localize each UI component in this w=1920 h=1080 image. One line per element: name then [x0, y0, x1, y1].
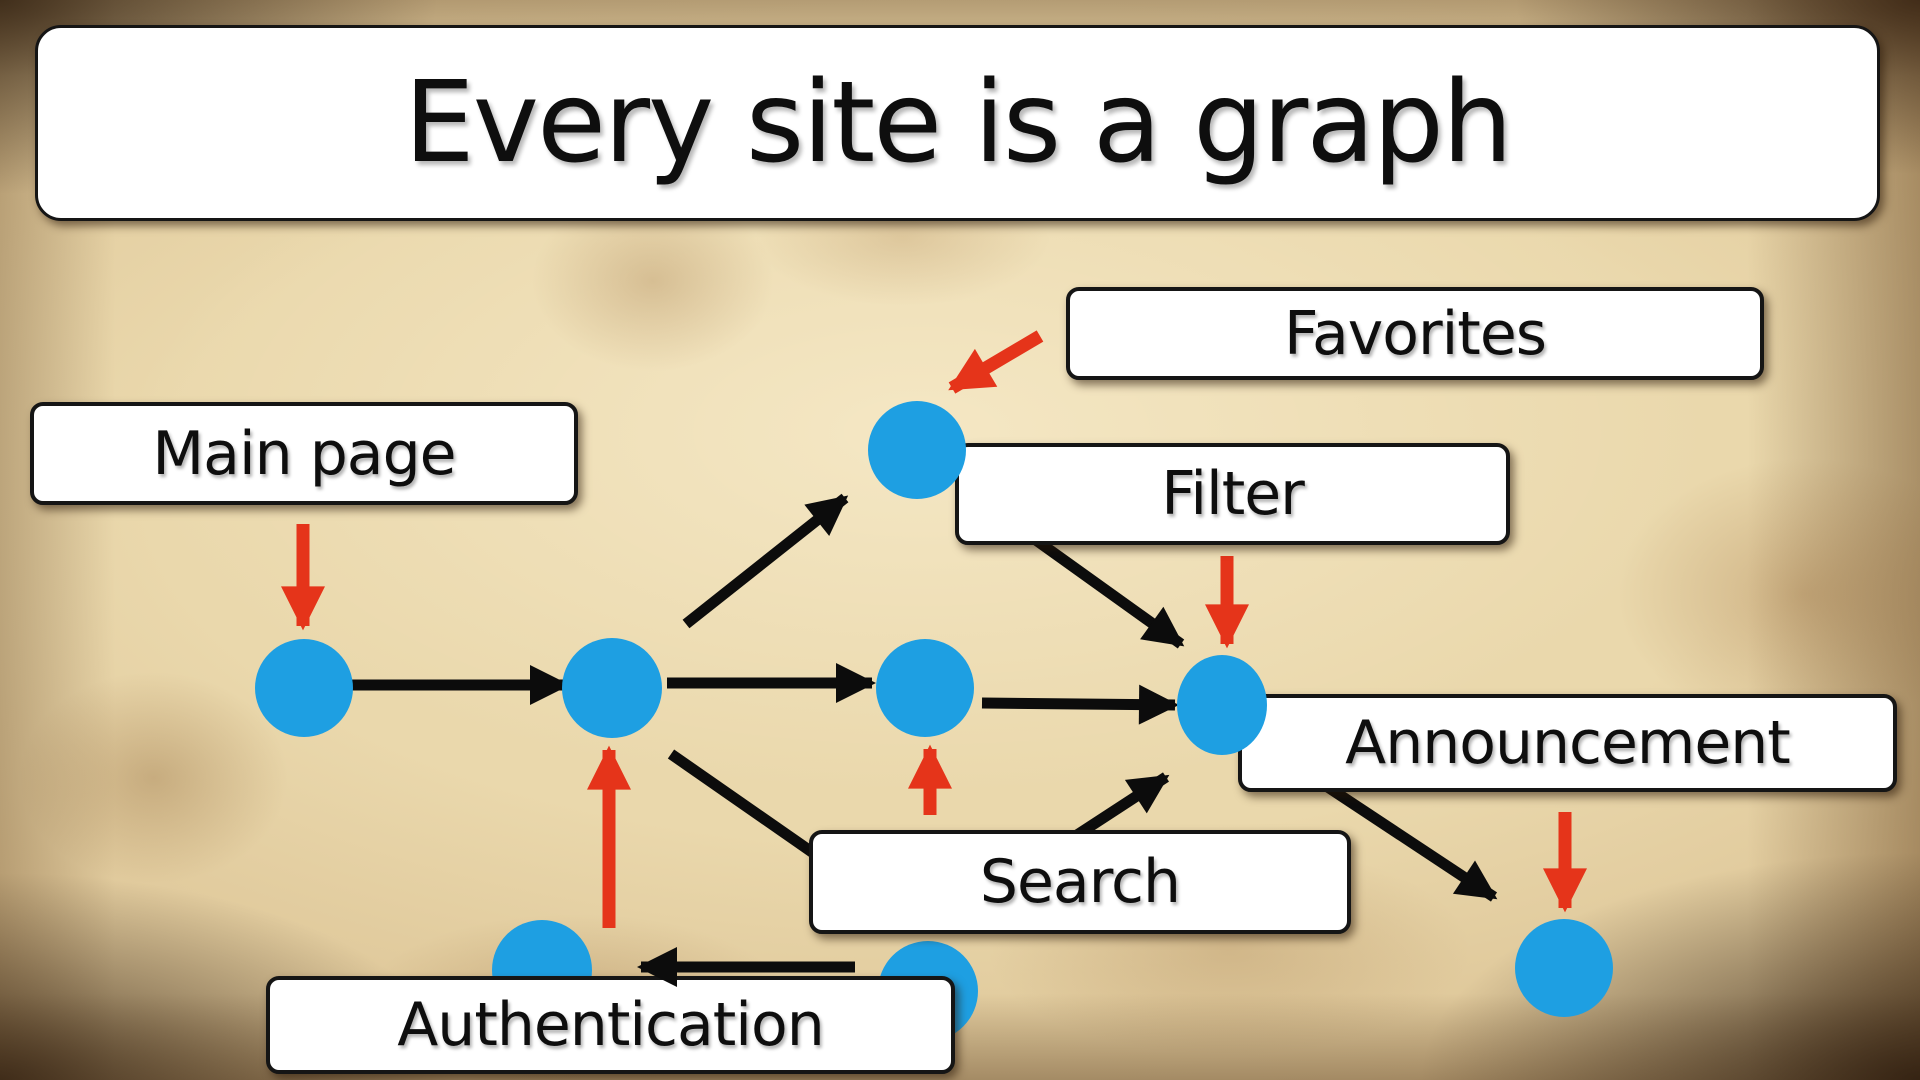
announcement-label: Announcement — [1345, 708, 1791, 778]
graph-node-favorites — [868, 401, 966, 499]
filter-label-box: Filter — [955, 443, 1510, 545]
search-label-box: Search — [809, 830, 1351, 934]
edge-b-to-c-arrow — [682, 493, 849, 629]
graph-node-filter — [1177, 655, 1267, 755]
main-page-label: Main page — [152, 418, 456, 489]
authentication-label: Authentication — [397, 990, 824, 1060]
favorites-label-box: Favorites — [1066, 287, 1764, 380]
edge-d-to-e-arrow — [981, 684, 1179, 725]
graph-node-announcement — [1515, 919, 1613, 1017]
main-page-label-box: Main page — [30, 402, 578, 505]
authentication-label-box: Authentication — [266, 976, 955, 1074]
favorites-label: Favorites — [1283, 298, 1547, 369]
search-label: Search — [979, 847, 1181, 917]
announcement-label-box: Announcement — [1238, 694, 1897, 792]
slide-title-box: Every site is a graph — [35, 25, 1880, 221]
graph-node-search — [876, 639, 974, 737]
graph-node-main-page — [255, 639, 353, 737]
slide-title: Every site is a graph — [404, 58, 1513, 188]
filter-label: Filter — [1161, 459, 1305, 529]
red-arrow-favorites-to-node-c — [948, 330, 1044, 394]
graph-node-hub — [562, 638, 662, 738]
